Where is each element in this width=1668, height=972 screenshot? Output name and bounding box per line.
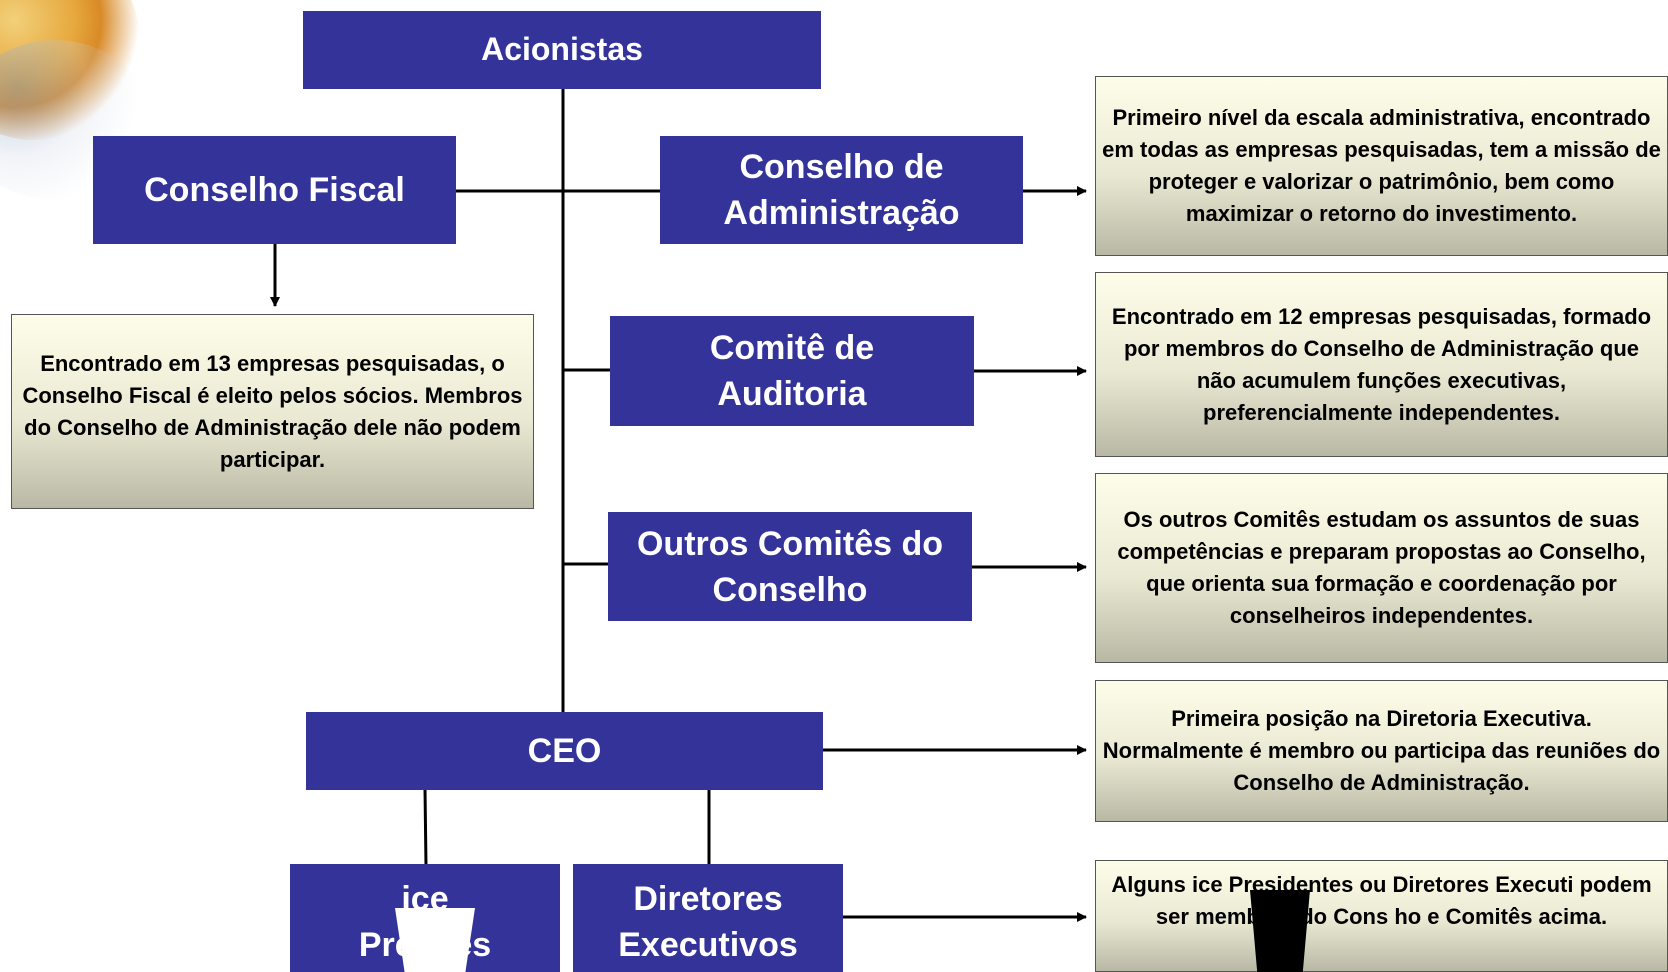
- ceo-note: Primeira posição na Diretoria Executiva.…: [1095, 680, 1668, 822]
- conselho-administracao-note-text: Primeiro nível da escala administrativa,…: [1102, 105, 1661, 226]
- conselho-administracao-note: Primeiro nível da escala administrativa,…: [1095, 76, 1668, 256]
- outros-comites-note: Os outros Comitês estudam os assuntos de…: [1095, 473, 1668, 663]
- conselho-fiscal-box: Conselho Fiscal: [93, 136, 456, 244]
- acionistas-box: Acionistas: [303, 11, 821, 89]
- outros-comites-label: Outros Comitês do Conselho: [636, 524, 944, 609]
- ceo-label: CEO: [527, 731, 602, 770]
- conselho-administracao-box: Conselho de Administração: [660, 136, 1023, 244]
- executivos-note-text: Alguns ice Presidentes ou Diretores Exec…: [1111, 872, 1652, 929]
- ceo-vice-line: [423, 788, 428, 867]
- comite-auditoria-box: Comitê de Auditoria: [610, 316, 974, 426]
- white-occluder-shape: [395, 908, 475, 972]
- comite-auditoria-note-text: Encontrado em 12 empresas pesquisadas, f…: [1111, 303, 1652, 425]
- conselho-fiscal-label: Conselho Fiscal: [144, 170, 405, 209]
- ceo-box: CEO: [306, 712, 823, 790]
- executivos-note: Alguns ice Presidentes ou Diretores Exec…: [1095, 860, 1668, 972]
- diretores-executivos-label: Diretores Executivos: [618, 880, 798, 964]
- diretores-executivos-box: Diretores Executivos: [573, 864, 843, 972]
- conselho-fiscal-note: Encontrado em 13 empresas pesquisadas, o…: [11, 314, 534, 509]
- comite-auditoria-label: Comitê de Auditoria: [709, 329, 875, 413]
- ceo-note-text: Primeira posição na Diretoria Executiva.…: [1102, 706, 1661, 795]
- conselho-fiscal-note-text: Encontrado em 13 empresas pesquisadas, o…: [22, 350, 523, 472]
- comite-auditoria-note: Encontrado em 12 empresas pesquisadas, f…: [1095, 272, 1668, 457]
- acionistas-label: Acionistas: [481, 31, 643, 68]
- outros-comites-box: Outros Comitês do Conselho: [608, 512, 972, 621]
- outros-comites-note-text: Os outros Comitês estudam os assuntos de…: [1117, 507, 1646, 628]
- conselho-administracao-label: Conselho de Administração: [723, 148, 960, 232]
- black-occluder-shape: [1250, 890, 1310, 972]
